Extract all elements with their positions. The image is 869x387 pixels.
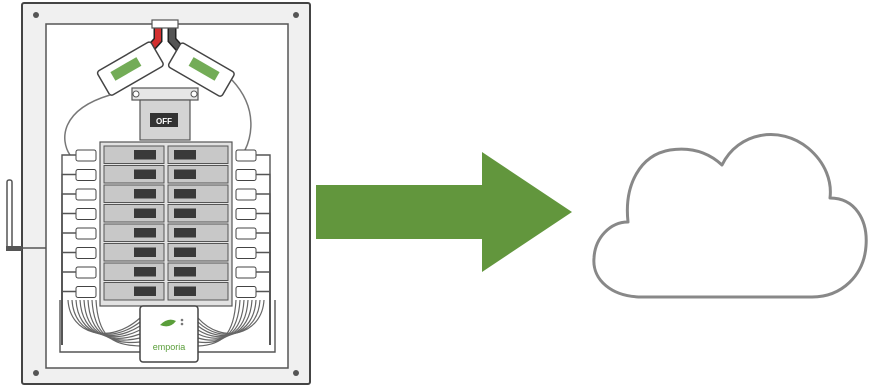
sensor-wire: [197, 299, 253, 338]
breaker: [167, 262, 229, 281]
breaker: [103, 243, 165, 262]
sensor-wire: [197, 299, 237, 347]
branch-ct-clamps: [61, 149, 271, 345]
arrow-right-icon: [316, 152, 572, 272]
sensor-wire: [95, 299, 141, 347]
breaker: [103, 145, 165, 164]
leaf-icon: [160, 319, 176, 327]
cloud-icon: [592, 133, 868, 299]
breaker-grid: [99, 141, 233, 307]
breaker: [103, 204, 165, 223]
sensor-wire-bundle: [59, 299, 276, 353]
breaker: [103, 165, 165, 184]
breaker: [167, 165, 229, 184]
sensor-wire: [197, 299, 245, 341]
breaker: [167, 145, 229, 164]
breaker: [167, 243, 229, 262]
antenna-icon: [6, 179, 46, 251]
breaker: [167, 282, 229, 301]
breaker: [103, 262, 165, 281]
sensor-wire: [87, 299, 141, 341]
main-breaker: OFF: [131, 87, 199, 141]
monitor-brand-label: emporia: [153, 342, 186, 352]
sensor-wire: [91, 299, 141, 344]
ct-clamp-left: [61, 266, 97, 345]
breaker: [167, 204, 229, 223]
breaker: [167, 223, 229, 242]
breaker: [103, 282, 165, 301]
panel-screws: [33, 12, 299, 376]
main-ct-sensors: [64, 41, 252, 156]
sensor-wire: [197, 299, 249, 339]
ct-clamp-right: [235, 286, 271, 345]
main-switch-label: OFF: [156, 117, 172, 126]
breaker: [103, 223, 165, 242]
ct-clamp-left: [61, 286, 97, 345]
breaker: [167, 184, 229, 203]
breaker: [103, 184, 165, 203]
energy-monitor-unit: emporia: [139, 305, 199, 363]
sensor-wire: [197, 299, 241, 344]
electrical-panel: OFF emporia: [6, 2, 311, 385]
sensor-wire: [83, 299, 141, 339]
